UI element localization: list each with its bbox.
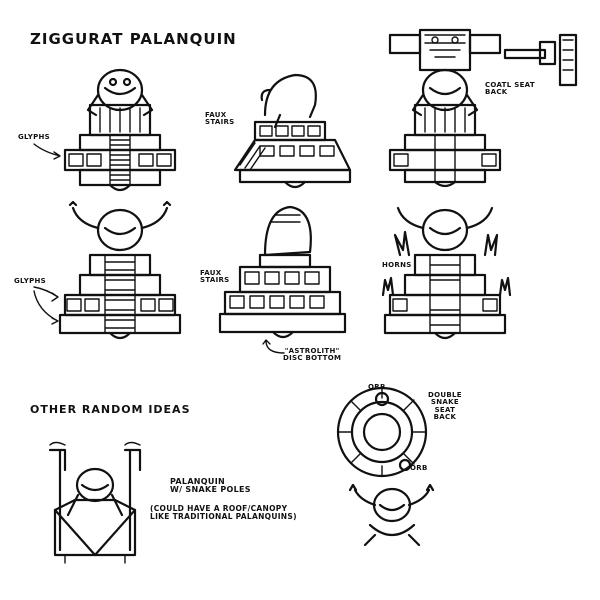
label-orb-2: Orb: [410, 464, 428, 472]
label-orb-1: Orb: [368, 383, 386, 391]
sheet-title: Ziggurat Palanquin: [30, 30, 237, 48]
label-double-snake: Double Snake Seat Back: [428, 391, 462, 422]
ziggurat-sketch-horns: [375, 200, 515, 350]
label-astrolith: "Astrolith" Disc Bottom: [283, 347, 342, 363]
label-horns: Horns: [382, 261, 412, 269]
label-faux-stairs-1: Faux Stairs: [205, 111, 235, 127]
frog-sitting-sketch: [345, 480, 440, 550]
label-glyphs-1: Glyphs: [18, 133, 51, 141]
label-glyphs-2: Glyphs: [14, 277, 47, 285]
coatl-seat-back-detail: [500, 30, 580, 90]
snake-pole-palanquin-sketch: [40, 440, 160, 565]
arrow-glyphs-1: [32, 142, 62, 162]
double-snake-orb-disc: [335, 385, 430, 480]
ziggurat-sketch-front-2: [55, 200, 185, 350]
arrow-glyphs-2: [32, 285, 62, 325]
label-palanquin-note2: (Could have a roof/canopy like tradition…: [150, 504, 297, 521]
label-faux-stairs-2: Faux Stairs: [200, 269, 230, 285]
section-other-ideas: Other Random Ideas: [30, 403, 191, 416]
label-palanquin-note: Palanquin w/ Snake Poles: [170, 477, 251, 495]
ziggurat-sketch-coatl-back: [380, 25, 510, 190]
label-coatl-seat-back: Coatl Seat Back: [485, 81, 535, 97]
arrow-astrolith: [262, 338, 287, 358]
ziggurat-sketch-side-2: [215, 200, 350, 350]
ziggurat-sketch-side-1: [220, 60, 360, 190]
ziggurat-sketch-front-1: [55, 60, 185, 190]
